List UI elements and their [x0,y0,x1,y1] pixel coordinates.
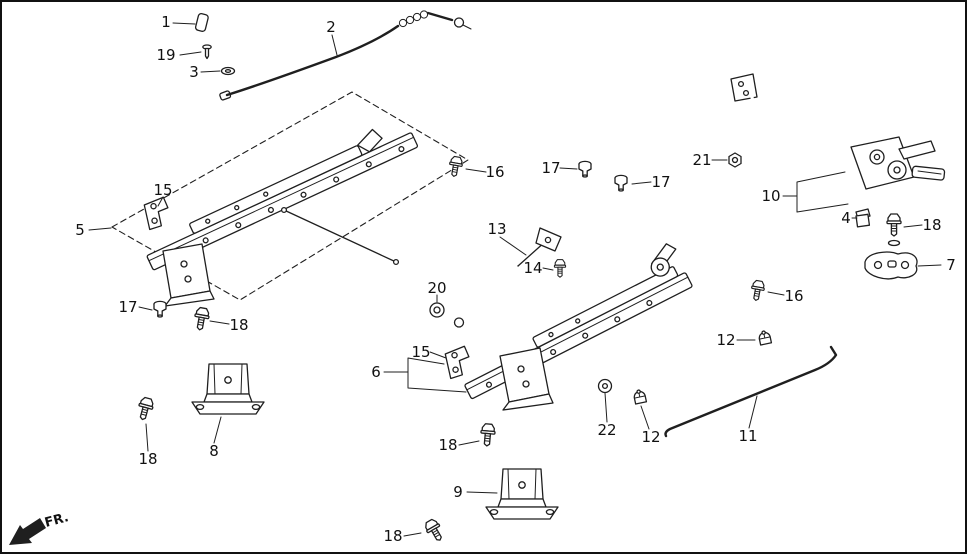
callout-18c[interactable]: 18 [138,450,157,468]
callout-15a[interactable]: 15 [153,181,172,199]
callout-17b[interactable]: 17 [651,173,670,191]
callout-12b[interactable]: 12 [641,428,660,446]
part-18a-bolt [886,213,902,247]
callout-7[interactable]: 7 [946,256,956,274]
callout-20[interactable]: 20 [427,279,446,297]
callout-17a[interactable]: 17 [541,159,560,177]
part-7-plate [864,251,918,280]
callout-21[interactable]: 21 [692,151,711,169]
part-16b-bolt [749,279,767,303]
part-18c-bolt [134,395,156,422]
callout-10[interactable]: 10 [761,187,780,205]
part-20-grommet [429,302,445,318]
part-14-bolt [553,259,567,278]
part-8-foot-bracket [191,363,265,415]
callout-18d[interactable]: 18 [438,436,457,454]
callout-12a[interactable]: 12 [716,331,735,349]
part-9-foot-bracket [485,468,559,520]
part-18b-bolt [192,306,211,332]
callout-3[interactable]: 3 [189,63,199,81]
part-2-cable [219,10,472,101]
callout-6[interactable]: 6 [371,363,381,381]
callout-18b[interactable]: 18 [229,316,248,334]
leader-lines [88,22,942,537]
part-22-washer [597,378,613,394]
part-19-screw [202,44,212,60]
callout-16a[interactable]: 16 [485,163,504,181]
assembly-10-pipe-bracket [730,73,946,190]
part-6-riser-bracket [499,347,554,411]
fr-arrow-icon [9,518,46,545]
leader-bracket-6 [383,357,467,393]
fr-direction-indicator: FR. [9,510,70,545]
callout-labels: 1 2 3 4 5 6 7 8 9 10 11 12 12 13 14 15 1… [75,13,956,545]
assembly-6-lower-rail [464,243,693,400]
part-1-knob [194,13,209,32]
part-5-connecting-rod [280,206,400,266]
part-15b-bracket [443,345,473,380]
callout-8[interactable]: 8 [209,442,219,460]
leader-bracket-10 [782,171,849,213]
part-21-nut [728,152,742,168]
part-17c-pin [153,300,167,318]
fr-label: FR. [43,510,70,531]
callout-15b[interactable]: 15 [411,343,430,361]
callout-4[interactable]: 4 [841,209,851,227]
callout-5[interactable]: 5 [75,221,85,239]
part-18e-bolt [422,516,447,545]
part-12a-clamp [757,329,773,346]
callout-19[interactable]: 19 [156,46,175,64]
part-5-riser-bracket [162,243,215,307]
callout-11[interactable]: 11 [738,427,757,445]
callout-13[interactable]: 13 [487,220,506,238]
callout-22[interactable]: 22 [597,421,616,439]
part-16a-bolt [447,155,465,179]
part-13-spring [453,227,562,328]
callout-14[interactable]: 14 [523,259,542,277]
part-18d-bolt [479,422,497,448]
part-3-washer [220,66,236,76]
callout-1[interactable]: 1 [161,13,171,31]
part-11-rod [664,345,838,438]
part-15a-bracket [142,196,172,231]
callout-18e[interactable]: 18 [383,527,402,545]
callout-17c[interactable]: 17 [118,298,137,316]
part-17a-pin [578,160,592,178]
part-12b-clamp [632,388,648,405]
part-17b-pin [614,174,628,192]
callout-16b[interactable]: 16 [784,287,803,305]
callout-9[interactable]: 9 [453,483,463,501]
part-4-sensor [855,208,871,228]
callout-2[interactable]: 2 [326,18,336,36]
callout-18a[interactable]: 18 [922,216,941,234]
assembly-5-upper-rail [146,128,419,271]
